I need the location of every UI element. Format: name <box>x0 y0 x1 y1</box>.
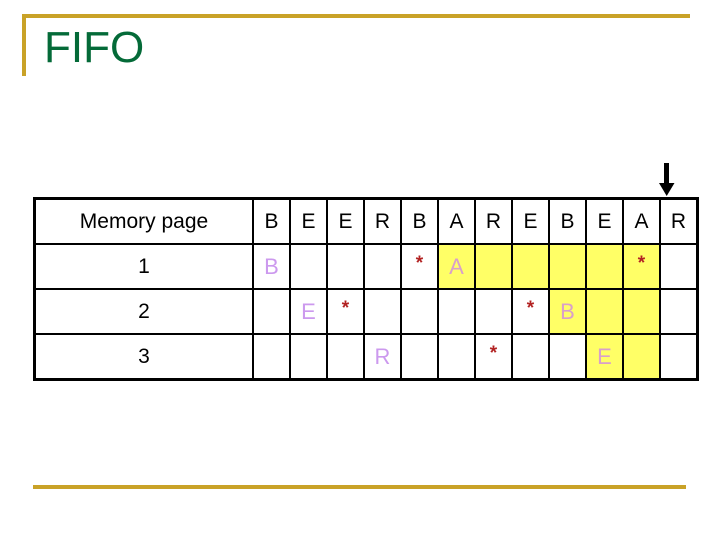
page-content-cell: R <box>363 333 402 381</box>
star-glyph: * <box>526 298 535 319</box>
row-label-frame-1: 1 <box>33 243 254 290</box>
empty-cell <box>585 288 624 335</box>
empty-cell <box>659 243 699 290</box>
page-content-cell: E <box>585 333 624 381</box>
cell-text: E <box>301 298 316 324</box>
page-content-cell: B <box>548 288 587 335</box>
reference-string-cell: E <box>585 197 624 245</box>
header-label-memory-page: Memory page <box>33 197 254 245</box>
empty-cell <box>622 288 661 335</box>
page-title: FIFO <box>44 23 145 72</box>
star-glyph: * <box>341 298 350 319</box>
empty-cell <box>252 288 291 335</box>
reference-string-cell: B <box>548 197 587 245</box>
page-fault-star: * <box>474 333 513 381</box>
cell-text: E <box>597 343 612 369</box>
page-content-cell: E <box>289 288 328 335</box>
empty-cell <box>622 333 661 381</box>
empty-cell <box>252 333 291 381</box>
page-fault-star: * <box>511 288 550 335</box>
empty-cell <box>511 333 550 381</box>
empty-cell <box>400 288 439 335</box>
empty-cell <box>474 243 513 290</box>
cell-text: R <box>374 343 391 369</box>
empty-cell <box>363 243 402 290</box>
cell-text: B <box>264 253 279 279</box>
page-fault-star: * <box>622 243 661 290</box>
empty-cell <box>548 333 587 381</box>
empty-cell <box>548 243 587 290</box>
table-row: 2 E * * B <box>33 288 699 335</box>
empty-cell <box>363 288 402 335</box>
reference-string-cell: R <box>474 197 513 245</box>
reference-string-cell: R <box>659 197 699 245</box>
empty-cell <box>437 288 476 335</box>
table-row: 3 R * E <box>33 333 699 381</box>
star-glyph: * <box>637 253 646 274</box>
page-content-cell: A <box>437 243 476 290</box>
page-content-cell: B <box>252 243 291 290</box>
empty-cell <box>326 333 365 381</box>
star-glyph: * <box>489 343 498 364</box>
empty-cell <box>437 333 476 381</box>
reference-string-cell: B <box>400 197 439 245</box>
reference-string-cell: A <box>437 197 476 245</box>
reference-string-cell: E <box>289 197 328 245</box>
empty-cell <box>511 243 550 290</box>
star-glyph: * <box>415 253 424 274</box>
empty-cell <box>659 288 699 335</box>
empty-cell <box>659 333 699 381</box>
reference-string-cell: R <box>363 197 402 245</box>
footer-rule <box>33 485 686 489</box>
slide-title-area: FIFO <box>22 14 690 86</box>
empty-cell <box>474 288 513 335</box>
empty-cell <box>585 243 624 290</box>
reference-string-cell: E <box>511 197 550 245</box>
row-label-frame-3: 3 <box>33 333 254 381</box>
reference-string-cell: A <box>622 197 661 245</box>
page-fault-star: * <box>400 243 439 290</box>
reference-string-cell: E <box>326 197 365 245</box>
row-label-frame-2: 2 <box>33 288 254 335</box>
reference-string-cell: B <box>252 197 291 245</box>
cell-text: A <box>449 253 464 279</box>
title-rule-left <box>22 14 26 76</box>
title-rule-top <box>22 14 690 18</box>
empty-cell <box>289 333 328 381</box>
cell-text: B <box>560 298 575 324</box>
down-arrow-icon <box>657 163 677 197</box>
empty-cell <box>289 243 328 290</box>
empty-cell <box>326 243 365 290</box>
empty-cell <box>400 333 439 381</box>
page-fault-star: * <box>326 288 365 335</box>
